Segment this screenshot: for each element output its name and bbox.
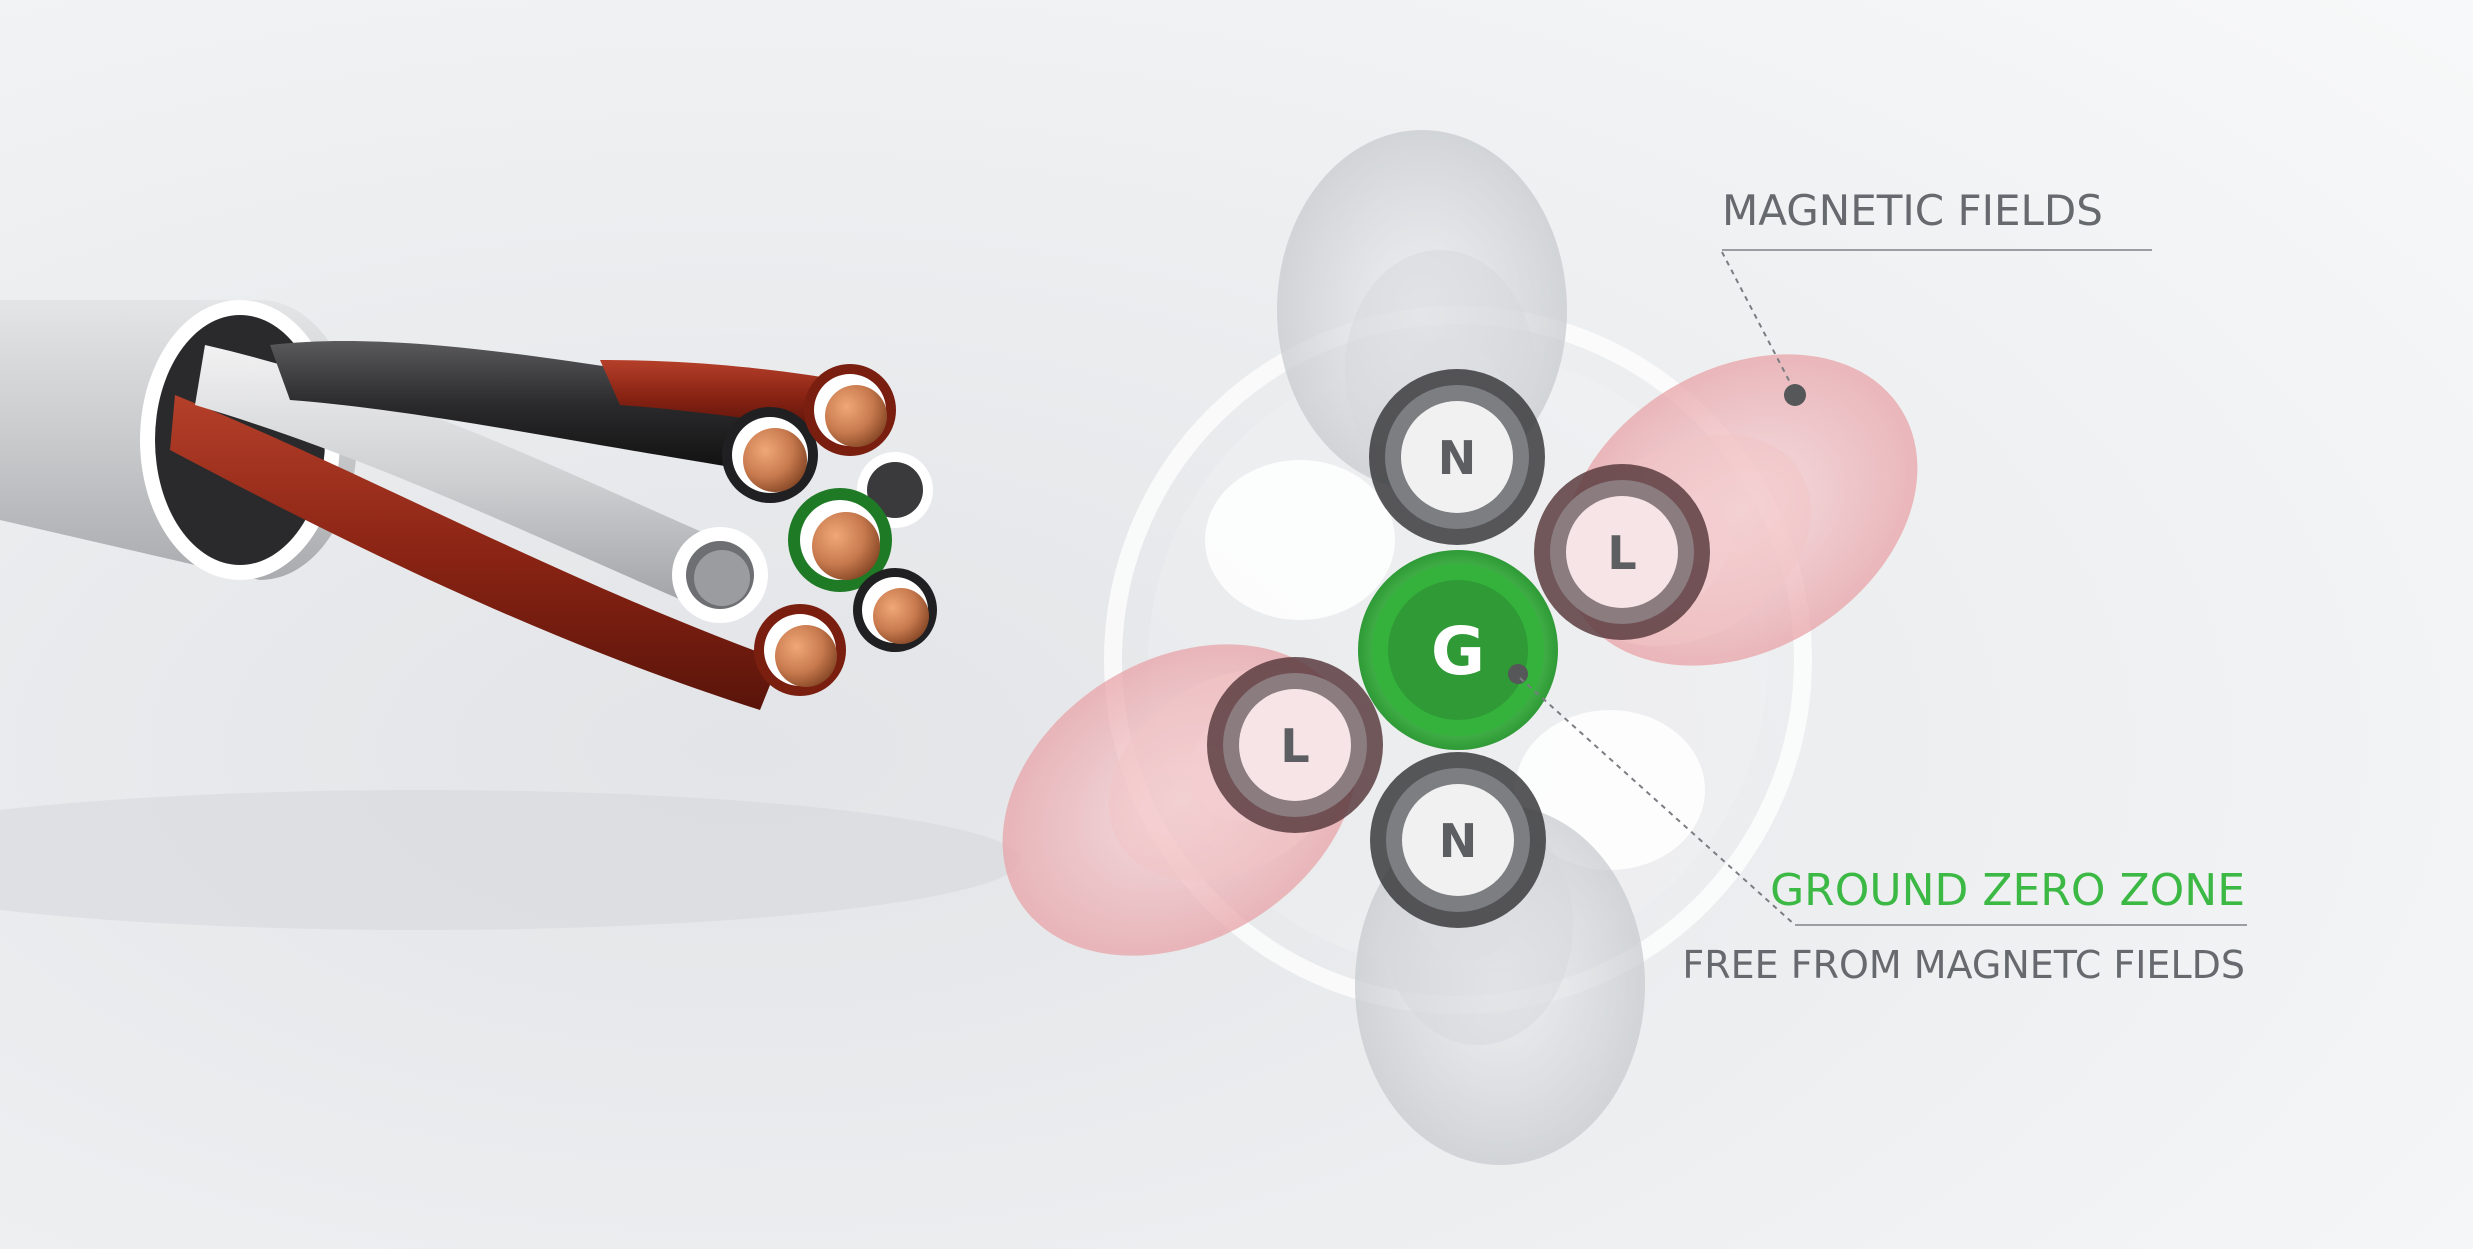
conductor-label-right: L (1607, 526, 1636, 580)
ground-zero-label: GROUND ZERO ZONE (1770, 865, 2245, 916)
cable-shadow (0, 790, 1020, 930)
magnetic-fields-leader (1721, 251, 1796, 393)
conductor-label-left: L (1280, 719, 1309, 773)
null-zone-upper-left (1205, 460, 1395, 620)
cable-illustration (0, 300, 937, 710)
magnetic-fields-label: MAGNETIC FIELDS (1722, 186, 2103, 235)
conductor-top-neutral: N (1369, 369, 1545, 545)
conductor-end-3 (853, 568, 937, 652)
callout-ground-zero: GROUND ZERO ZONE FREE FROM MAGNETC FIELD… (1508, 664, 2247, 987)
field-diagram: N L G L N (1002, 130, 1918, 1165)
ground-zero-leader (1519, 677, 1796, 926)
conductor-end-4 (754, 604, 846, 696)
conductor-center-ground: G (1358, 550, 1558, 750)
magnetic-fields-marker (1784, 384, 1806, 406)
conductor-label-top: N (1438, 431, 1477, 485)
ground-zero-marker (1508, 664, 1528, 684)
conductor-right-live: L (1534, 464, 1710, 640)
conductor-bottom-neutral: N (1370, 752, 1546, 928)
conductor-end-ground (788, 488, 892, 592)
white-wire (195, 345, 720, 610)
conductor-label-bottom: N (1439, 814, 1478, 868)
conductor-left-live: L (1207, 657, 1383, 833)
red-wire-lower (170, 395, 780, 710)
conductor-label-center: G (1431, 613, 1485, 690)
conductor-end-2 (804, 364, 896, 456)
free-from-fields-label: FREE FROM MAGNETC FIELDS (1682, 943, 2245, 987)
conductor-end-1 (722, 407, 818, 503)
callout-magnetic-fields: MAGNETIC FIELDS (1721, 186, 2152, 406)
